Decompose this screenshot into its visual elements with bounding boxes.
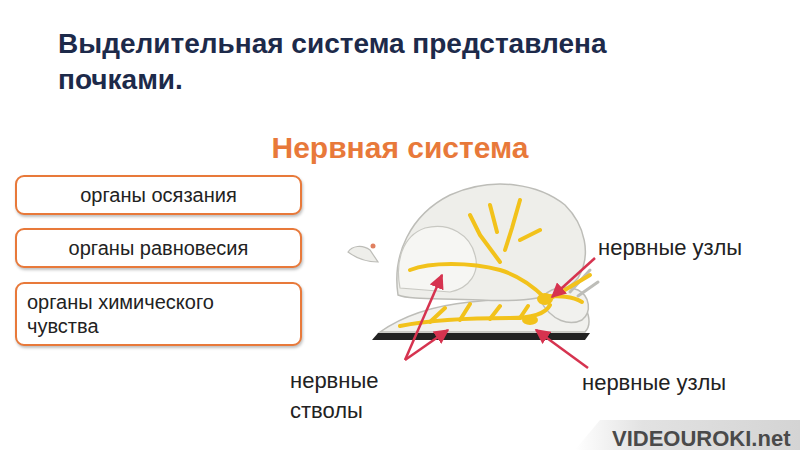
ganglia xyxy=(522,293,553,325)
watermark: VIDEOUROKI.net xyxy=(612,424,797,450)
slide-title: Выделительная система представлена почка… xyxy=(58,26,658,99)
mantle xyxy=(398,227,476,292)
leader-arrows xyxy=(405,258,595,368)
organ-label: органы равновесия xyxy=(27,236,290,260)
organ-box: органы химического чувства xyxy=(15,282,302,346)
part-label: нервные узлы xyxy=(598,233,798,263)
ground-shadow xyxy=(372,333,590,340)
section-heading: Нервная система xyxy=(0,128,800,169)
organ-box: органы равновесия xyxy=(15,228,302,268)
organ-box: органы осязания xyxy=(15,175,302,215)
organ-label: органы осязания xyxy=(27,183,290,207)
part-label: нервные стволы xyxy=(290,366,420,425)
shell-tip xyxy=(348,246,378,262)
snail-shell xyxy=(397,184,585,300)
organ-label: органы химического чувства xyxy=(27,290,290,338)
pore xyxy=(371,244,376,249)
part-label: нервные узлы xyxy=(582,368,797,398)
